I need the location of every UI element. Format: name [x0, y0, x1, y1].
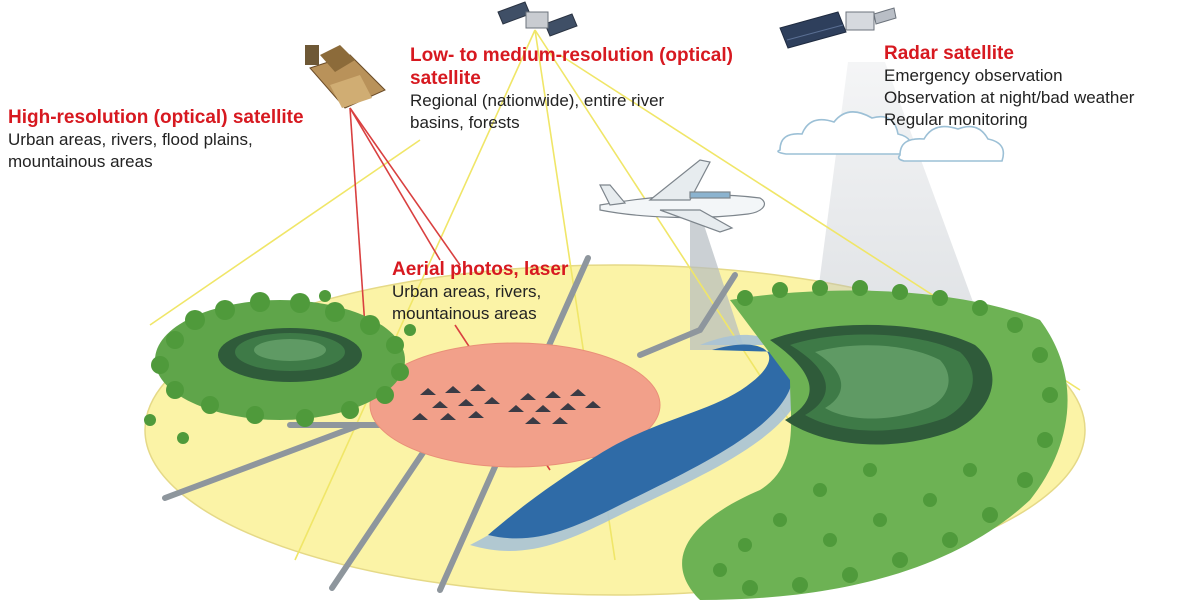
radar-line-2: Observation at night/bad weather — [884, 88, 1135, 107]
aerial-label: Aerial photos, laser Urban areas, rivers… — [392, 258, 568, 325]
radar-line-3: Regular monitoring — [884, 110, 1028, 129]
low-medium-line-1: Regional (nationwide), entire river — [410, 91, 665, 110]
low-medium-resolution-satellite-icon — [497, 1, 578, 37]
urban-area — [369, 342, 661, 468]
low-medium-line-2: basins, forests — [410, 113, 520, 132]
low-medium-title-line-2: satellite — [410, 68, 481, 89]
houses — [412, 384, 601, 424]
low-medium-resolution-label: Low- to medium-resolution (optical) sate… — [410, 44, 733, 134]
aerial-title: Aerial photos, laser — [392, 259, 569, 280]
aerial-line-2: mountainous areas — [392, 304, 537, 323]
high-resolution-title: High-resolution (optical) satellite — [8, 107, 304, 128]
river — [488, 344, 793, 539]
aerial-line-1: Urban areas, rivers, — [392, 282, 542, 301]
forest-right — [682, 280, 1068, 600]
radar-title: Radar satellite — [884, 43, 1014, 64]
high-resolution-line-2: mountainous areas — [8, 152, 153, 171]
radar-label: Radar satellite Emergency observation Ob… — [884, 42, 1134, 131]
high-resolution-line-1: Urban areas, rivers, flood plains, — [8, 130, 253, 149]
aircraft-beam — [690, 222, 745, 350]
low-medium-title-line-1: Low- to medium-resolution (optical) — [410, 45, 733, 66]
clouds — [777, 111, 1005, 162]
aircraft-icon — [599, 159, 765, 233]
high-resolution-satellite-icon — [305, 45, 386, 109]
high-resolution-label: High-resolution (optical) satellite Urba… — [8, 106, 304, 173]
radar-satellite-icon — [779, 7, 897, 49]
forest-left — [144, 290, 416, 444]
radar-line-1: Emergency observation — [884, 66, 1063, 85]
